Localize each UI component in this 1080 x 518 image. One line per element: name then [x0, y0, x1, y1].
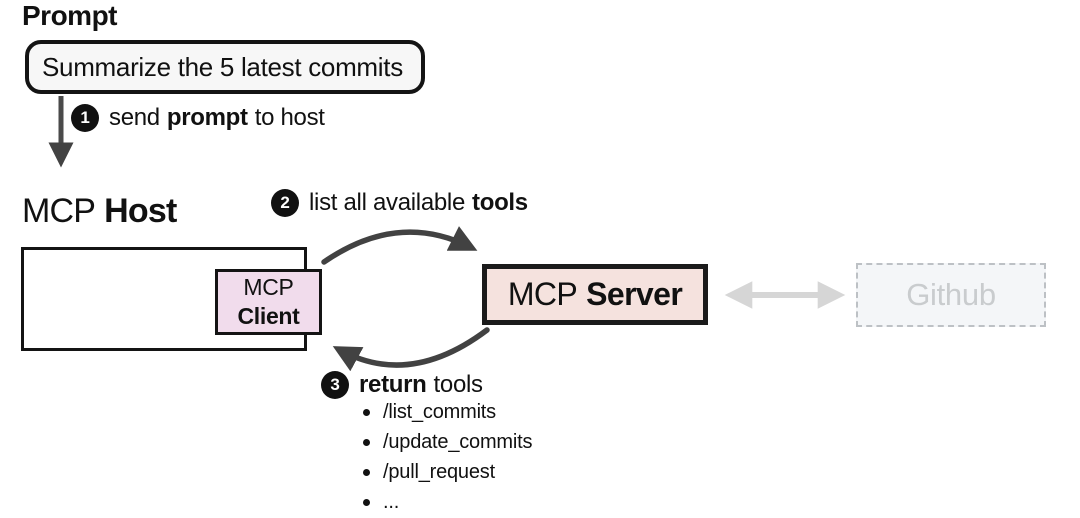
prompt-text: Summarize the 5 latest commits: [42, 51, 403, 82]
step-2-text-pre: list all available: [309, 189, 466, 216]
step-3-label: return tools: [359, 371, 483, 399]
prompt-heading: Prompt: [22, 0, 118, 31]
list-item: /list_commits: [363, 401, 532, 423]
step-2-number-badge: 2: [271, 189, 299, 217]
step-1-text-pre: send: [109, 104, 160, 131]
step-3-number-badge: 3: [321, 371, 349, 399]
mcp-server-box: MCP Server: [482, 264, 708, 325]
server-to-client-arrow: [332, 327, 490, 372]
github-box: Github: [856, 263, 1046, 327]
server-label-bold: Server: [586, 276, 683, 312]
step-1-text-post: to host: [254, 104, 325, 131]
list-item: /pull_request: [363, 461, 532, 483]
step-2-label: list all available tools: [309, 189, 528, 217]
mcp-host-title: MCP Host: [22, 192, 177, 231]
mcp-client-box: MCP Client: [215, 269, 322, 335]
tool-name: /list_commits: [383, 401, 496, 423]
step-2-text-bold: tools: [472, 189, 528, 216]
step-2-annotation: 2 list all available tools: [271, 189, 528, 217]
step-3-text-bold: return: [359, 371, 427, 398]
server-label-regular: MCP: [507, 276, 578, 312]
client-label-line2: Client: [237, 303, 300, 329]
bullet-icon: [363, 498, 370, 506]
tool-name: /pull_request: [383, 461, 495, 483]
tool-name: /update_commits: [383, 431, 533, 453]
bullet-icon: [363, 438, 370, 446]
tool-name: ...: [383, 491, 400, 513]
step-1-text-bold: prompt: [166, 104, 248, 131]
prompt-box: Summarize the 5 latest commits: [25, 40, 425, 94]
bullet-icon: [363, 468, 370, 476]
client-label-line1: MCP: [243, 274, 294, 300]
bullet-icon: [363, 408, 370, 416]
step-3-annotation: 3 return tools: [321, 371, 483, 399]
step-1-number-badge: 1: [71, 104, 99, 132]
host-title-regular: MCP: [22, 192, 96, 230]
list-item: ...: [363, 491, 532, 513]
step-1-label: send prompt to host: [109, 104, 325, 132]
host-title-bold: Host: [104, 192, 177, 230]
list-item: /update_commits: [363, 431, 532, 453]
github-label: Github: [906, 277, 996, 312]
step-1-annotation: 1 send prompt to host: [71, 104, 325, 132]
returned-tools-list: /list_commits /update_commits /pull_requ…: [363, 401, 532, 513]
client-to-server-arrow: [321, 226, 478, 265]
step-3-text-post: tools: [433, 371, 484, 398]
